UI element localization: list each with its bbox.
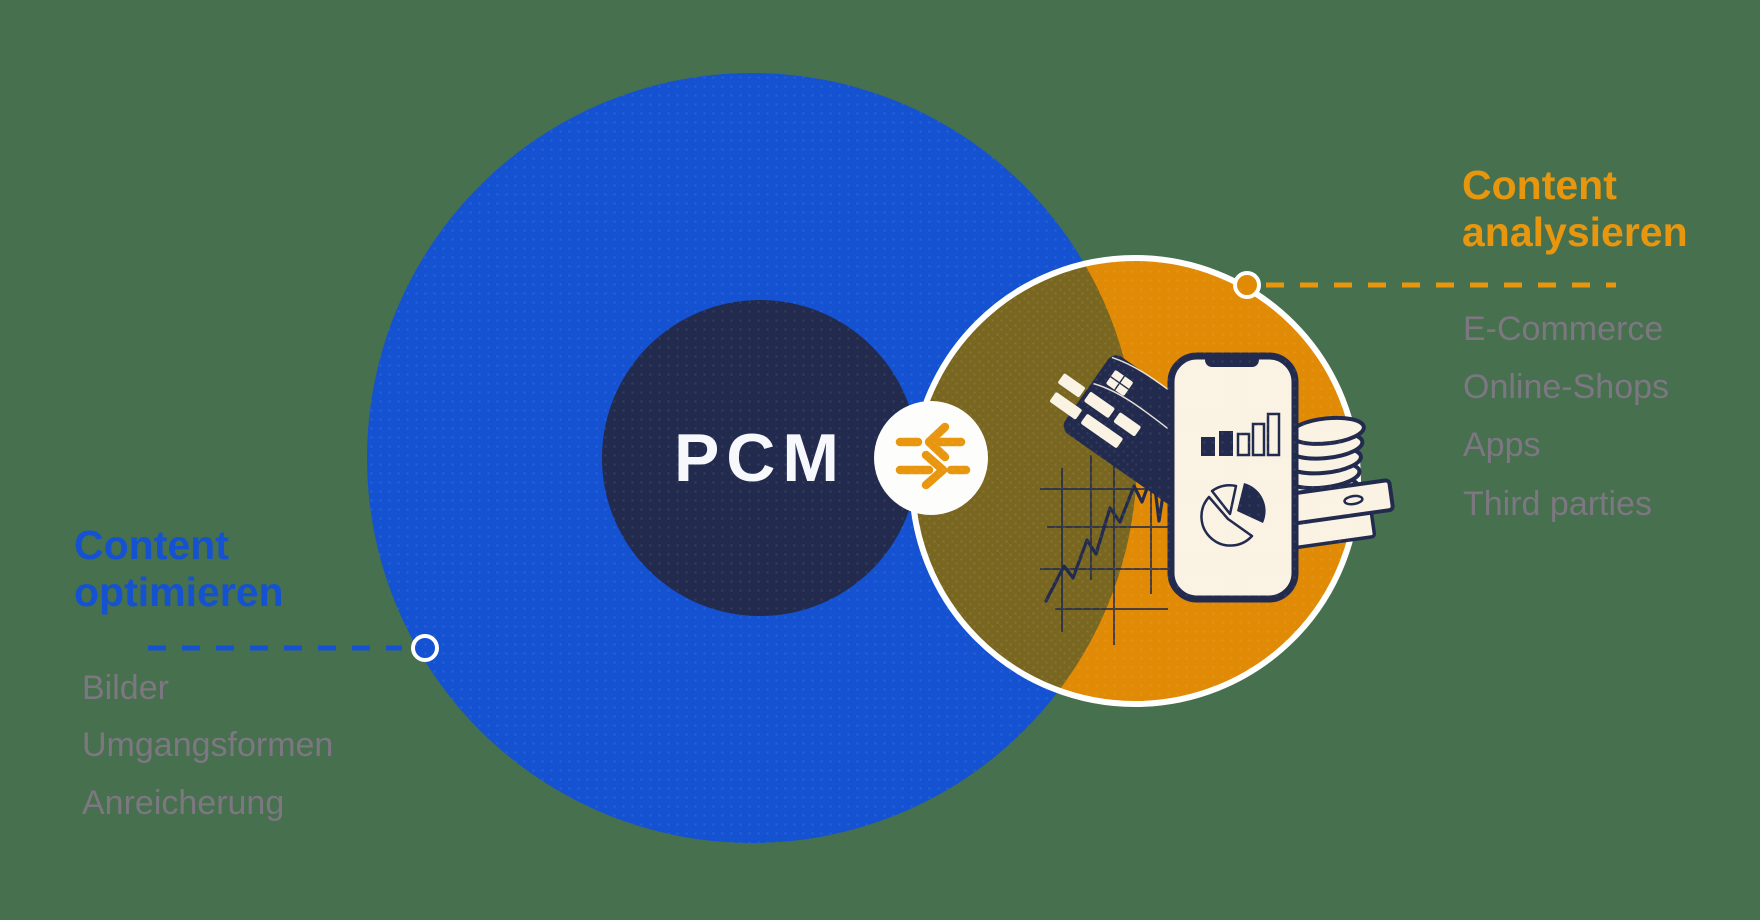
overlap-region bbox=[911, 263, 1137, 691]
right-list-item: Apps bbox=[1463, 426, 1541, 464]
pcm-circle bbox=[602, 300, 918, 616]
transfer-arrows-icon bbox=[874, 401, 988, 515]
left-list-item: Umgangsformen bbox=[82, 726, 334, 764]
pie-chart-icon bbox=[1200, 483, 1266, 547]
phone-notch bbox=[1205, 353, 1259, 367]
smartphone-icon bbox=[1167, 352, 1299, 603]
line-chart-sketch-icon bbox=[1040, 450, 1179, 645]
orange-connector-dot bbox=[1233, 271, 1261, 299]
right-list-item: E-Commerce bbox=[1463, 310, 1664, 348]
bar-chart-icon bbox=[1201, 412, 1281, 457]
right-list-item: Third parties bbox=[1463, 485, 1652, 523]
left-list-item: Anreicherung bbox=[82, 784, 285, 822]
right-list-item: Online-Shops bbox=[1463, 368, 1670, 406]
left-list-item: Bilder bbox=[82, 669, 169, 707]
right-panel-title: Content analysieren bbox=[1462, 162, 1688, 255]
pcm-label: PCM bbox=[673, 420, 847, 496]
left-panel-title: Content optimieren bbox=[74, 522, 284, 615]
blue-connector-dot bbox=[411, 634, 439, 662]
